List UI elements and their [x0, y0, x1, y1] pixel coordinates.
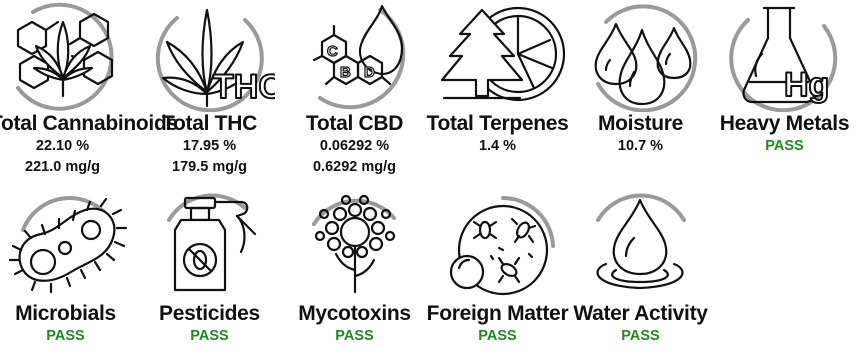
- tree-citrus-icon: [440, 6, 565, 102]
- thc-leaf-icon: THC: [155, 8, 275, 112]
- value-percent: 17.95 %: [182, 138, 237, 154]
- tile-water-activity: Water Activity PASS: [568, 190, 713, 347]
- value-percent: 1.4 %: [478, 138, 517, 154]
- tile-total-terpenes: Total Terpenes 1.4 %: [425, 0, 570, 157]
- value-percent: 0.06292 %: [319, 138, 390, 154]
- spray-bottle-icon: [166, 193, 256, 292]
- label-mycotoxins: Mycotoxins: [298, 302, 411, 325]
- flask-hg-icon: Hg: [728, 6, 837, 112]
- cannabis-molecule-icon: [15, 2, 114, 111]
- value-mg-g: 179.5 mg/g: [172, 159, 247, 175]
- label-microbials: Microbials: [15, 302, 116, 325]
- label-total-thc: Total THC: [162, 112, 257, 135]
- status-pass: PASS: [190, 328, 229, 344]
- status-pass: PASS: [621, 328, 660, 344]
- status-pass: PASS: [765, 138, 804, 154]
- tile-microbials: Microbials PASS: [0, 190, 138, 347]
- label-heavy-metals: Heavy Metals: [719, 112, 850, 135]
- status-pass: PASS: [335, 328, 374, 344]
- tile-heavy-metals: Hg Heavy Metals PASS: [712, 0, 857, 157]
- value-mg-g: 0.6292 mg/g: [312, 159, 396, 175]
- thc-text: THC: [213, 68, 275, 106]
- status-pass: PASS: [46, 328, 85, 344]
- status-pass: PASS: [478, 328, 517, 344]
- cbd-b-text: B: [340, 64, 351, 81]
- cbd-d-text: D: [364, 64, 375, 81]
- value-mg-g: 221.0 mg/g: [25, 159, 100, 175]
- hg-text: Hg: [784, 66, 829, 104]
- mold-spores-icon: [311, 194, 396, 294]
- value-percent: 22.10 %: [35, 138, 90, 154]
- water-drops-icon: [594, 4, 697, 112]
- cbd-molecule-icon: C B D: [312, 4, 405, 110]
- tile-foreign-matter: Foreign Matter PASS: [425, 190, 570, 347]
- label-total-cbd: Total CBD: [305, 112, 404, 135]
- label-pesticides: Pesticides: [159, 302, 260, 325]
- tile-moisture: Moisture 10.7 %: [568, 0, 713, 157]
- value-percent: 10.7 %: [617, 138, 664, 154]
- label-foreign-matter: Foreign Matter: [426, 302, 569, 325]
- tile-pesticides: Pesticides PASS: [137, 190, 282, 347]
- microbe-icon: [8, 196, 127, 294]
- tile-total-thc: THC Total THC 17.95 % 179.5 mg/g: [137, 0, 282, 178]
- cbd-c-text: C: [327, 43, 338, 60]
- label-total-terpenes: Total Terpenes: [426, 112, 569, 135]
- petri-dish-bugs-icon: [449, 195, 555, 296]
- label-water-activity: Water Activity: [573, 302, 708, 325]
- tile-total-cbd: C B D Total CBD 0.06292 % 0.6292 mg/g: [282, 0, 427, 178]
- tile-mycotoxins: Mycotoxins PASS: [282, 190, 427, 347]
- tile-total-cannabinoids: Total Cannabinoids 22.10 % 221.0 mg/g: [0, 0, 178, 178]
- label-total-cannabinoids: Total Cannabinoids: [0, 112, 178, 135]
- water-drop-ripple-icon: [595, 193, 686, 290]
- label-moisture: Moisture: [597, 112, 684, 135]
